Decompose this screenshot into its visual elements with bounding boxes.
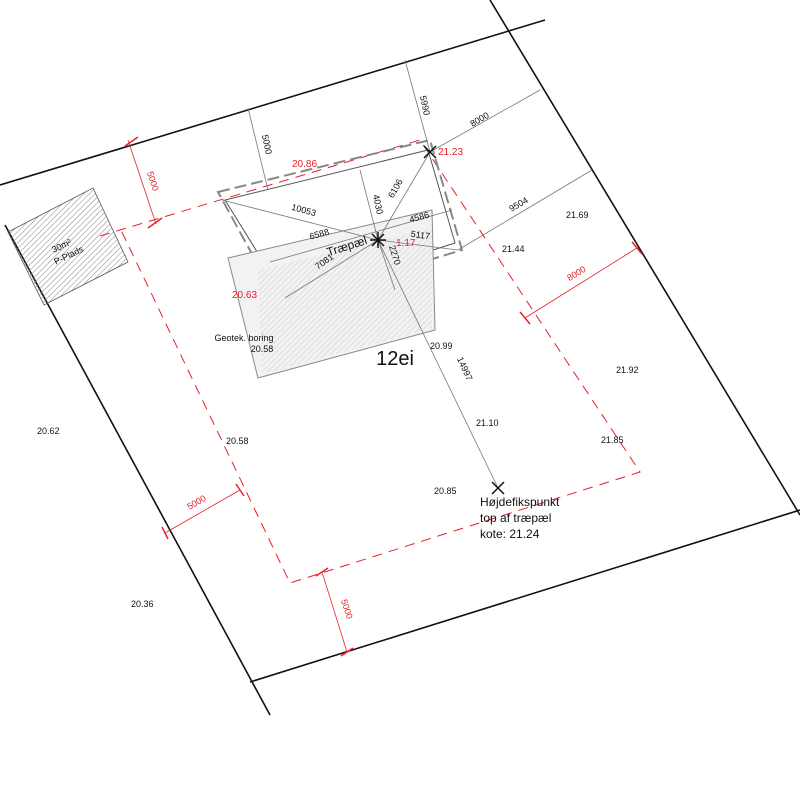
level-point: 20.99 bbox=[430, 341, 453, 351]
lot-label: 12ei bbox=[376, 348, 414, 370]
benchmark-line2: top af træpæl bbox=[480, 511, 551, 525]
level-point: 21.44 bbox=[502, 244, 525, 254]
stake-marker bbox=[370, 145, 505, 495]
setback-dim-right: 8000 bbox=[565, 264, 587, 283]
house-outline bbox=[216, 138, 464, 379]
setback-dim-bottom: 5000 bbox=[339, 598, 355, 620]
level-point: 21.85 bbox=[601, 435, 624, 445]
setback-dim-left: 5000 bbox=[185, 493, 207, 512]
level-red: 20.63 bbox=[232, 290, 257, 301]
dim-4030: 4030 bbox=[371, 194, 385, 216]
level-red: 20.86 bbox=[292, 159, 317, 170]
dim-14997: 14997 bbox=[455, 355, 475, 382]
level-point: 20.36 bbox=[131, 599, 154, 609]
level-red: 21.23 bbox=[438, 147, 463, 158]
benchmark-line3: kote: 21.24 bbox=[480, 527, 540, 541]
dim-5117: 5117 bbox=[410, 229, 431, 242]
dim-10053: 10053 bbox=[290, 202, 317, 218]
property-boundary bbox=[0, 0, 800, 716]
dim-9504: 9504 bbox=[507, 195, 529, 214]
benchmark-line1: Højdefikspunkt bbox=[480, 495, 560, 509]
setback-dim-top: 5000 bbox=[145, 170, 161, 192]
setback-dimension-lines bbox=[124, 136, 643, 657]
level-point: 20.62 bbox=[37, 426, 60, 436]
dim-6106: 6106 bbox=[386, 177, 405, 199]
level-point: 20.58 bbox=[226, 436, 249, 446]
level-point: 20.85 bbox=[434, 486, 457, 496]
building-setback-zone bbox=[99, 139, 641, 584]
level-point: 21.92 bbox=[616, 365, 639, 375]
level-point: 21.10 bbox=[476, 418, 499, 428]
dim-5990: 5990 bbox=[418, 95, 432, 117]
geotech-label: Geotek. boring bbox=[214, 333, 273, 343]
level-point: 21.69 bbox=[566, 210, 589, 220]
dim-5000: 5000 bbox=[260, 134, 274, 156]
measurement-lines bbox=[221, 59, 593, 489]
geotech-level: 20.58 bbox=[251, 344, 274, 354]
level-red: 1.17 bbox=[396, 238, 416, 249]
dim-8000: 8000 bbox=[468, 110, 490, 129]
parking-area: 30m² P-Plads bbox=[7, 187, 129, 306]
